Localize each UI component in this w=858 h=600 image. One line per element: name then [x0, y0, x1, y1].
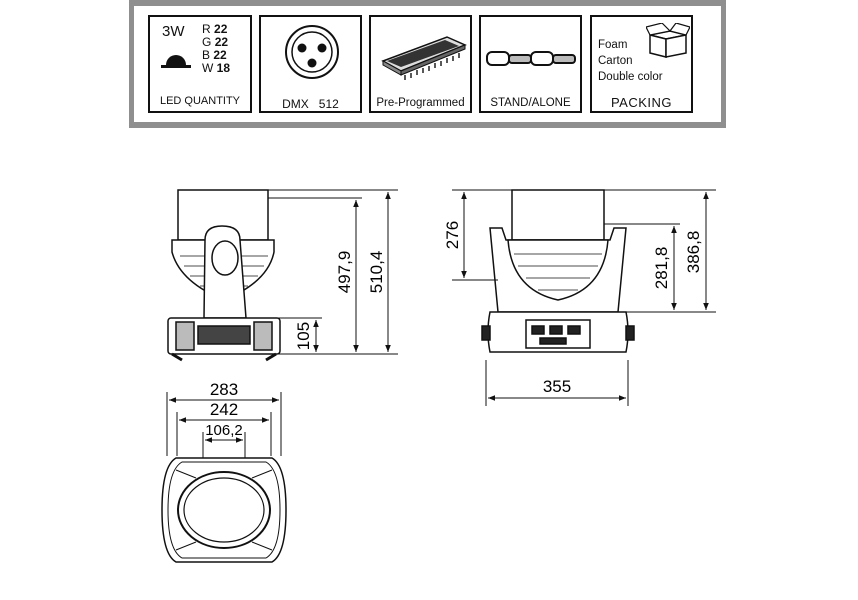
bottom-view — [161, 457, 287, 563]
feature-banner-inner: 3W R 22 G 22 B 22 W 18 LED QUANTITY — [134, 6, 721, 122]
dmx-caption: DMX 512 — [282, 97, 339, 111]
dim-front-width: 355 — [543, 377, 571, 396]
led-rgbw-list: R 22 G 22 B 22 W 18 — [202, 23, 230, 75]
side-dimension-lines — [250, 189, 398, 355]
chain-icon — [486, 51, 576, 66]
packing-lines: Foam Carton Double color — [598, 37, 663, 85]
packing-foam: Foam — [598, 39, 628, 51]
standalone-box: STAND/ALONE — [479, 15, 582, 113]
dim-side-total: 510,4 — [367, 251, 386, 294]
led-b-value: 22 — [213, 48, 227, 62]
standalone-caption: STAND/ALONE — [490, 97, 571, 109]
dim-side-height: 497,9 — [335, 251, 354, 294]
packing-caption: PACKING — [610, 95, 673, 110]
led-r-label: R — [202, 22, 211, 36]
led-quantity-box: 3W R 22 G 22 B 22 W 18 LED QUANTITY — [148, 15, 252, 113]
feature-banner: 3W R 22 G 22 B 22 W 18 LED QUANTITY — [129, 0, 726, 128]
dim-bottom-outer: 283 — [210, 380, 238, 399]
led-g-value: 22 — [214, 35, 229, 49]
preprogrammed-box: Pre-Programmed — [369, 15, 472, 113]
front-view — [481, 189, 635, 353]
chip-icon — [381, 36, 467, 80]
dim-front-mid: 281,8 — [652, 247, 671, 290]
dmx-box: DMX 512 — [259, 15, 362, 113]
led-r-value: 22 — [214, 22, 228, 36]
front-dimension-lines — [452, 189, 716, 406]
led-watt-label: 3W — [162, 23, 185, 40]
led-b-label: B — [202, 48, 211, 62]
dim-bottom-inner: 106,2 — [205, 422, 243, 439]
packing-box: Foam Carton Double color PACKING — [590, 15, 693, 113]
xlr-connector-icon — [285, 25, 339, 79]
dim-bottom-mid: 242 — [210, 400, 238, 419]
packing-double-color: Double color — [598, 71, 663, 83]
packing-carton: Carton — [598, 55, 633, 67]
led-w-label: W — [202, 61, 214, 75]
dim-front-total: 386,8 — [684, 231, 703, 274]
bottom-dimension-lines — [166, 392, 282, 466]
dim-front-upper: 276 — [443, 221, 462, 249]
led-w-value: 18 — [216, 61, 231, 75]
preprogrammed-caption: Pre-Programmed — [376, 97, 465, 109]
carton-box-icon — [646, 23, 690, 58]
led-icon — [161, 55, 191, 68]
led-g-label: G — [202, 35, 212, 49]
side-view — [167, 189, 281, 362]
dim-side-base: 105 — [294, 322, 313, 350]
led-quantity-caption: LED QUANTITY — [159, 95, 241, 107]
